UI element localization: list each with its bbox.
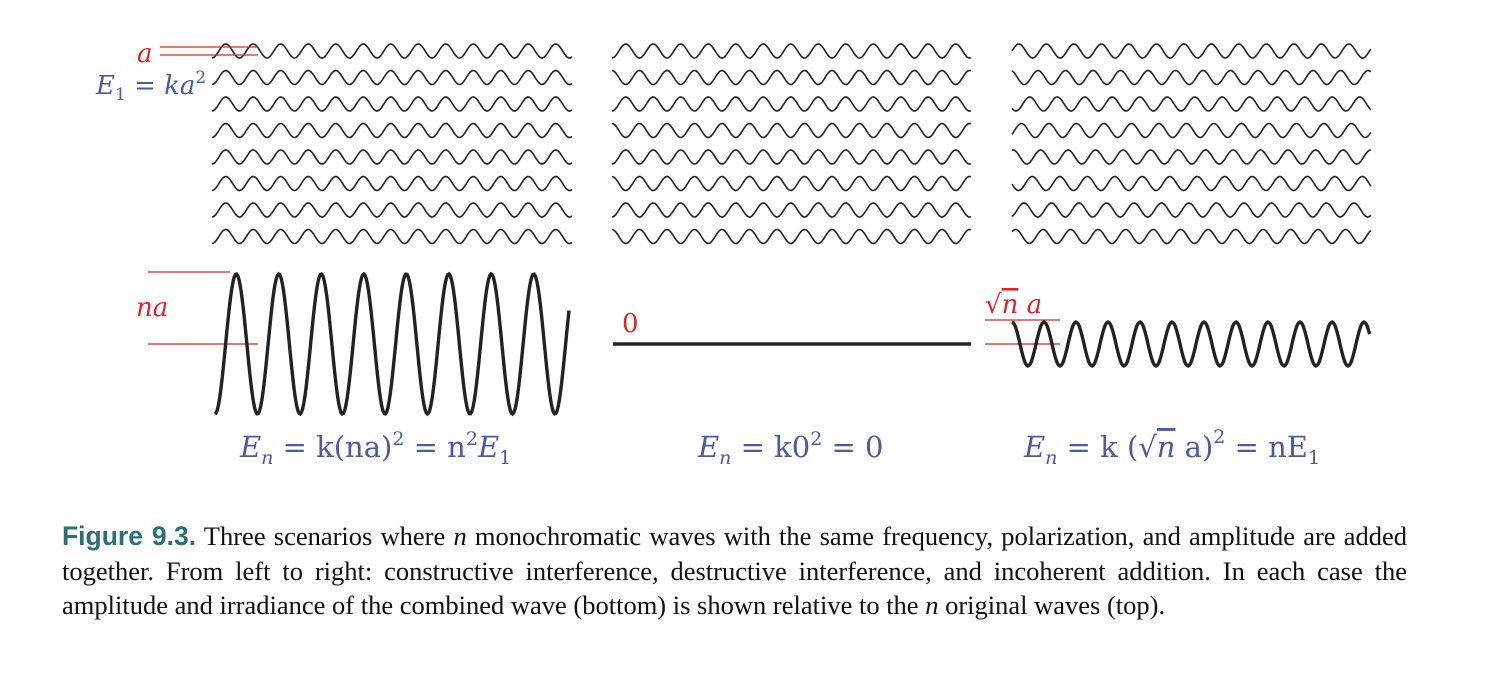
original-wave — [211, 149, 573, 165]
original-wave — [1011, 69, 1372, 86]
original-wave — [1011, 175, 1372, 192]
original-wave — [611, 122, 971, 139]
original-wave — [611, 69, 971, 86]
original-waves-right — [1011, 43, 1372, 245]
formula-incoherent: En = k (√n a)2 = nE1 — [1023, 426, 1320, 469]
figure-label: Figure 9.3. — [62, 521, 197, 551]
original-wave — [1011, 202, 1372, 218]
formula-destructive: En = k02 = 0 — [697, 428, 883, 469]
combined-amplitude-label-right: √n a — [985, 290, 1042, 320]
interference-figure: a E1 = ka2 na 0 √n a En = k(na)2 = n2E1 … — [95, 39, 1372, 469]
original-wave — [211, 122, 573, 139]
formula-constructive: En = k(na)2 = n2E1 — [239, 428, 511, 469]
combined-wave-incoherent — [1011, 320, 1372, 368]
original-wave — [1011, 96, 1372, 112]
original-wave — [211, 43, 573, 59]
original-waves-middle — [611, 43, 971, 245]
original-wave — [611, 43, 971, 59]
original-wave — [211, 96, 573, 112]
single-irradiance-label: E1 = ka2 — [95, 68, 206, 105]
original-wave — [1011, 122, 1372, 139]
original-wave — [611, 202, 971, 218]
original-wave — [611, 96, 971, 112]
original-wave — [211, 175, 573, 192]
original-wave — [611, 228, 971, 245]
single-amplitude-label: a — [137, 39, 153, 69]
original-wave — [211, 228, 573, 245]
original-wave — [211, 202, 573, 218]
figure-caption: Figure 9.3. Three scenarios where n mono… — [62, 521, 1407, 620]
combined-amplitude-label-left: na — [136, 293, 168, 323]
combined-amplitude-label-middle: 0 — [622, 309, 639, 339]
original-wave — [611, 149, 971, 165]
original-wave — [611, 175, 971, 192]
original-waves-left — [211, 43, 573, 245]
original-wave — [1011, 149, 1371, 165]
original-wave — [1011, 228, 1372, 245]
original-wave — [1011, 43, 1372, 59]
combined-wave-constructive — [213, 271, 571, 417]
original-wave — [211, 69, 573, 86]
